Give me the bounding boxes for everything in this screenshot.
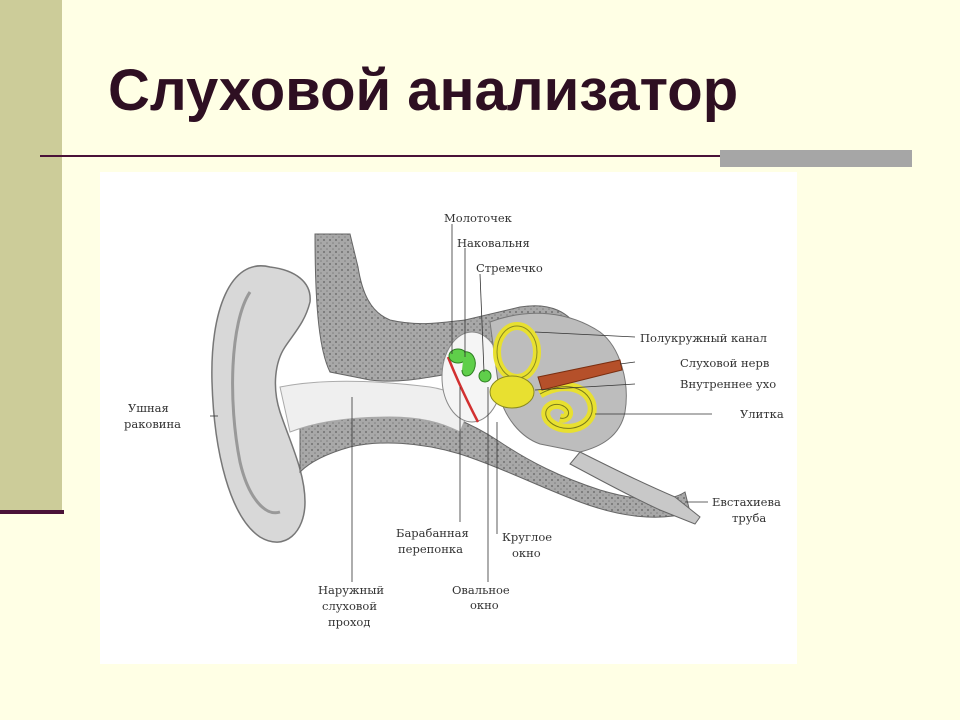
label-ear-canal-line3: проход <box>328 615 370 629</box>
label-anvil: Наковальня <box>457 236 530 250</box>
label-round-window-line1: Круглое <box>502 530 552 544</box>
label-auditory-nerve: Слуховой нерв <box>680 356 769 370</box>
label-inner-ear: Внутреннее ухо <box>680 377 776 391</box>
ear-diagram: Молоточек Наковальня Стремечко Полукружн… <box>124 211 784 629</box>
label-semicircular-canal: Полукружный канал <box>640 331 767 345</box>
title-divider <box>40 155 912 157</box>
label-hammer: Молоточек <box>444 211 513 225</box>
auditory-nerve <box>537 359 623 391</box>
cochlea-outline <box>539 386 593 429</box>
label-ear-canal-line1: Наружный <box>318 583 384 597</box>
label-oval-window-line1: Овальное <box>452 583 510 597</box>
anvil-ossicle <box>461 351 476 377</box>
label-eustachian-line1: Евстахиева <box>712 495 781 509</box>
label-eardrum-line1: Барабанная <box>396 526 469 540</box>
label-auricle-line2: раковина <box>124 417 181 431</box>
label-ear-canal-line2: слуховой <box>322 599 377 613</box>
label-cochlea: Улитка <box>740 407 784 421</box>
side-accent-bar-edge <box>0 510 64 514</box>
stirrup-ossicle <box>478 369 492 383</box>
eardrum <box>446 356 480 423</box>
ear-anatomy-figure: Молоточек Наковальня Стремечко Полукружн… <box>100 172 797 664</box>
label-eustachian-line2: труба <box>732 511 766 525</box>
eustachian-tube <box>569 451 701 525</box>
title-divider-accent <box>720 150 912 167</box>
temporal-bone-lower <box>299 402 691 518</box>
label-auricle-line1: Ушная <box>128 401 169 415</box>
label-stirrup: Стремечко <box>476 261 543 275</box>
vestibule <box>489 375 535 409</box>
side-accent-bar <box>0 0 62 512</box>
label-oval-window-line2: окно <box>470 598 499 612</box>
auricle-fold <box>231 291 281 515</box>
label-eardrum-line2: перепонка <box>398 542 463 556</box>
label-round-window-line2: окно <box>512 546 541 560</box>
slide-title: Слуховой анализатор <box>108 58 739 123</box>
leader-lines <box>210 224 712 582</box>
